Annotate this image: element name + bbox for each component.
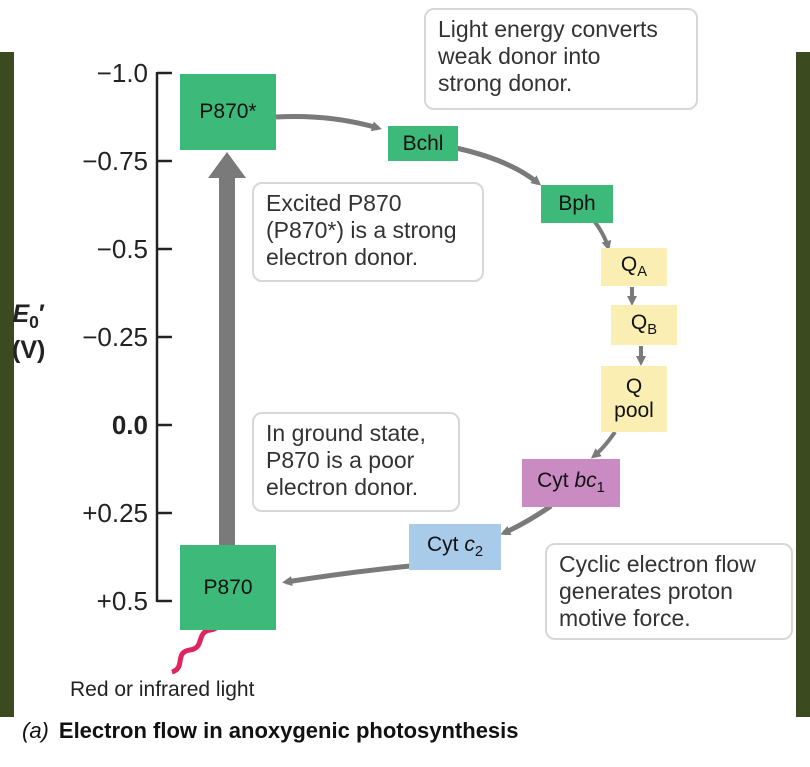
bchl-label: Bchl [402, 131, 444, 155]
p870-excited-box: P870* [180, 74, 276, 150]
p870-label: P870 [203, 575, 253, 599]
cyt-bc1-box: Cyt bc1 [522, 459, 620, 507]
bph-label: Bph [558, 192, 596, 215]
light-label: Red or infrared light [70, 678, 255, 701]
qa-box: QA [601, 248, 667, 286]
qa-label: QA [620, 253, 648, 281]
axis-symbol-sub: 0 [29, 312, 39, 332]
p870-box: P870 [180, 545, 276, 630]
y-tick-label: −0.5 [96, 234, 148, 264]
flow-arrow-cytc2-p870 [282, 563, 411, 587]
y-tick-label: −0.75 [82, 146, 148, 176]
left-frame-bar [0, 52, 14, 717]
cyt-bc1-label: Cyt bc1 [537, 469, 605, 497]
axis-unit: (V) [12, 336, 46, 364]
excitation-arrow-head [208, 152, 246, 178]
right-frame-bar [796, 52, 810, 717]
y-tick-label: 0.0 [111, 410, 148, 440]
note-light-energy: Light energy converts weak donor into st… [424, 8, 698, 110]
cyt-c2-label: Cyt c2 [426, 533, 483, 561]
axis-prime: ′ [38, 300, 45, 328]
y-tick-label: +0.5 [96, 586, 148, 616]
note-cyclic: Cyclic electron flow generates proton mo… [545, 543, 793, 640]
qpool-box: Q pool [601, 366, 667, 432]
y-tick-label: −0.25 [82, 322, 148, 352]
excitation-arrow-shaft [219, 175, 235, 547]
qb-label: QB [630, 311, 658, 339]
y-axis-title: E0′ (V) [12, 300, 45, 364]
qb-box: QB [611, 305, 677, 345]
qpool-label-line2: pool [614, 399, 654, 422]
flow-arrow-cytbc1-cytc2 [500, 503, 553, 536]
flow-arrow-bchl-bph [455, 145, 542, 186]
qpool-label-line1: Q [625, 375, 643, 398]
figure-caption: (a) Electron flow in anoxygenic photosynt… [22, 718, 519, 744]
y-tick-label: −1.0 [96, 58, 148, 88]
caption-text: Electron flow in anoxygenic photosynthes… [58, 718, 519, 743]
p870-excited-label: P870* [199, 100, 257, 123]
bph-box: Bph [541, 185, 613, 223]
axis-symbol: E [12, 300, 30, 328]
bchl-box: Bchl [388, 126, 458, 161]
flow-arrow-p870star-bchl [275, 113, 382, 132]
y-tick-label: +0.25 [82, 498, 148, 528]
flow-arrow-bph-qa [593, 220, 612, 251]
note-excited: Excited P870 (P870*) is a strong electro… [252, 182, 484, 282]
note-ground: In ground state, P870 is a poor electron… [252, 412, 460, 512]
caption-letter: (a) [22, 718, 49, 743]
flow-arrow-qpool-cytbc1 [590, 430, 617, 459]
cyt-c2-box: Cyt c2 [409, 524, 501, 570]
